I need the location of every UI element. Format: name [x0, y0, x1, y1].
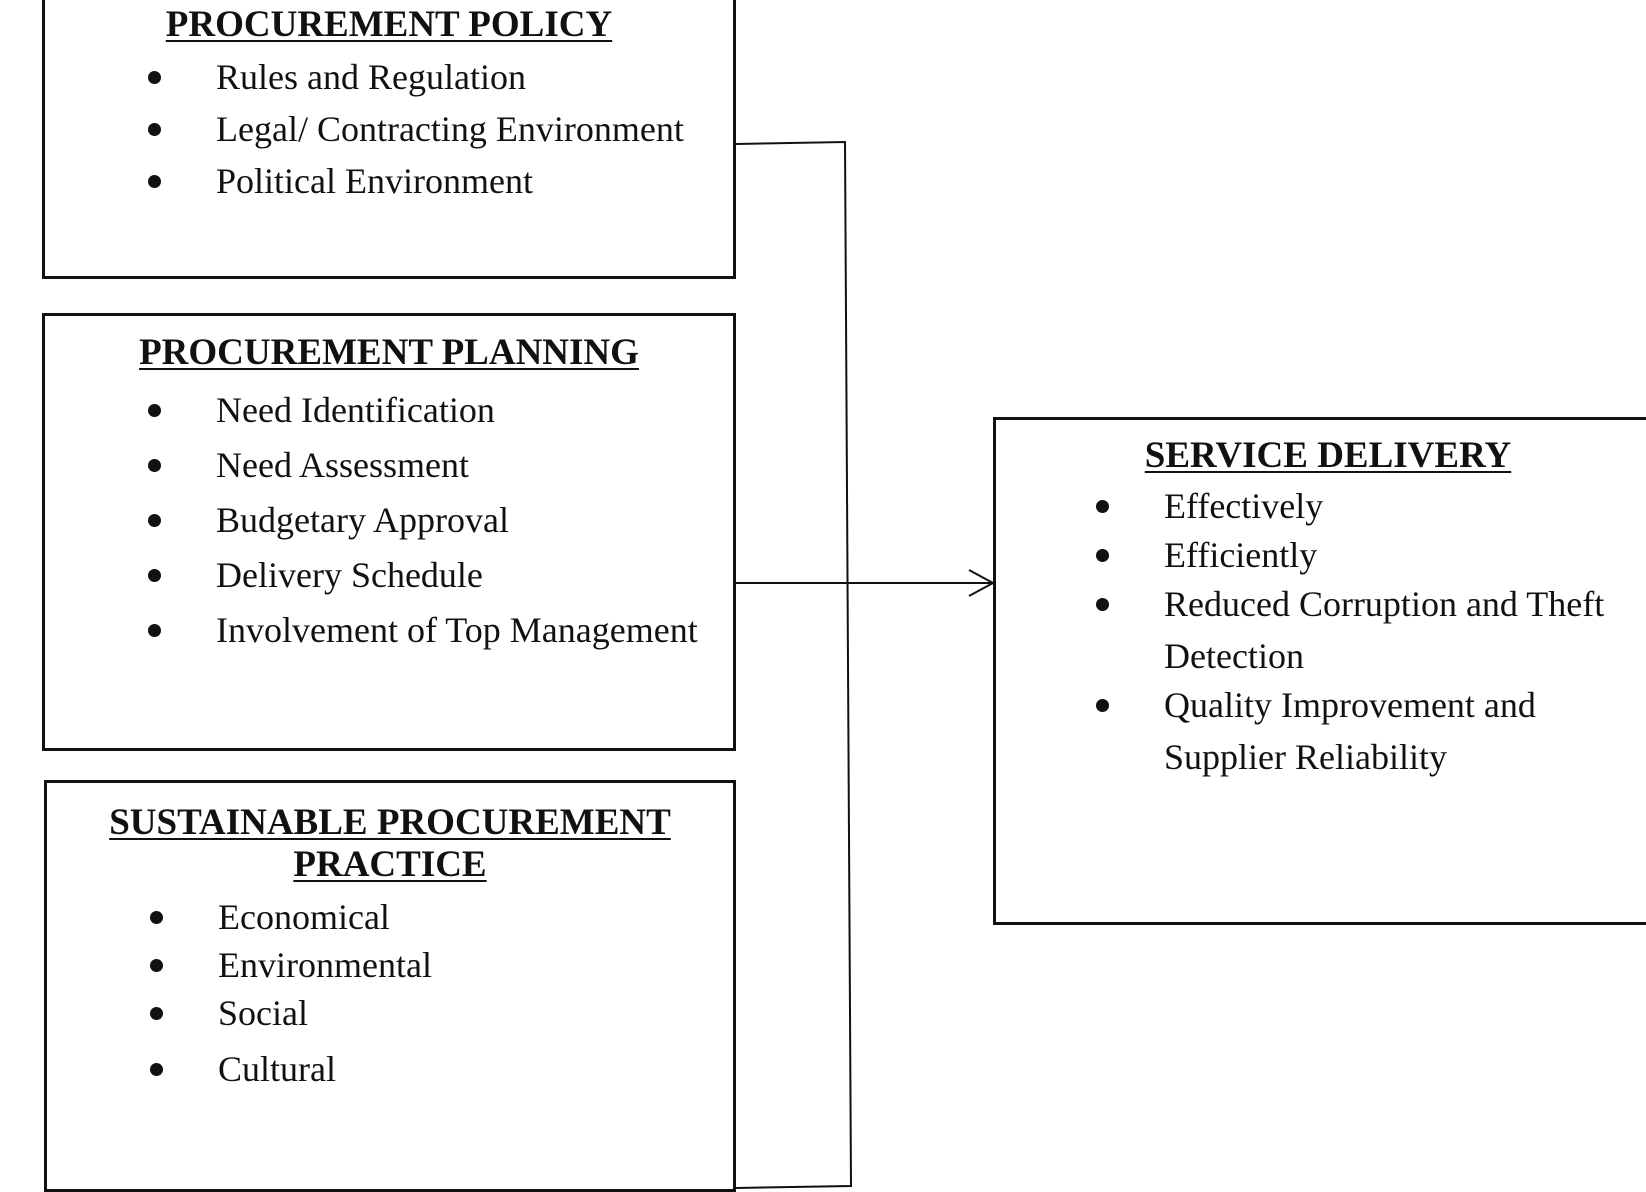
- list-item: Quality Improvement and Supplier Reliabi…: [1096, 679, 1646, 783]
- list-item: Social: [150, 989, 710, 1037]
- connector-policy: [735, 140, 853, 1189]
- list-item: Environmental: [150, 941, 710, 989]
- list-item: Legal/ Contracting Environment: [148, 103, 708, 155]
- service-delivery-list: Effectively Efficiently Reduced Corrupti…: [1096, 480, 1646, 780]
- list-item: Political Environment: [148, 155, 708, 207]
- list-item: Effectively: [1096, 480, 1646, 532]
- procurement-planning-list: Need Identification Need Assessment Budg…: [148, 384, 708, 659]
- list-item: Reduced Corruption and Theft Detection: [1096, 578, 1646, 682]
- list-item: Involvement of Top Management: [148, 604, 708, 656]
- list-item: Rules and Regulation: [148, 51, 708, 103]
- list-item: Need Identification: [148, 384, 708, 436]
- list-item: Cultural: [150, 1045, 710, 1093]
- list-item: Efficiently: [1096, 529, 1646, 581]
- procurement-policy-title: PROCUREMENT POLICY: [165, 4, 613, 45]
- list-item: Need Assessment: [148, 439, 708, 491]
- sustainable-procurement-practice-title: SUSTAINABLE PROCUREMENT PRACTICE: [109, 802, 671, 885]
- list-item: Delivery Schedule: [148, 549, 708, 601]
- list-item: Economical: [150, 893, 710, 941]
- procurement-policy-list: Rules and Regulation Legal/ Contracting …: [148, 51, 708, 207]
- procurement-planning-box: PROCUREMENT PLANNING Need Identification…: [42, 313, 736, 751]
- service-delivery-box: SERVICE DELIVERY Effectively Efficiently…: [993, 417, 1646, 925]
- sustainable-procurement-practice-list: Economical Environmental Social Cultural: [150, 893, 710, 1093]
- procurement-policy-box: PROCUREMENT POLICY Rules and Regulation …: [42, 0, 736, 279]
- list-item: Budgetary Approval: [148, 494, 708, 546]
- procurement-planning-title: PROCUREMENT PLANNING: [139, 332, 639, 373]
- arrowhead: [968, 569, 996, 597]
- sustainable-procurement-practice-box: SUSTAINABLE PROCUREMENT PRACTICE Economi…: [44, 780, 736, 1192]
- service-delivery-title: SERVICE DELIVERY: [1144, 435, 1512, 476]
